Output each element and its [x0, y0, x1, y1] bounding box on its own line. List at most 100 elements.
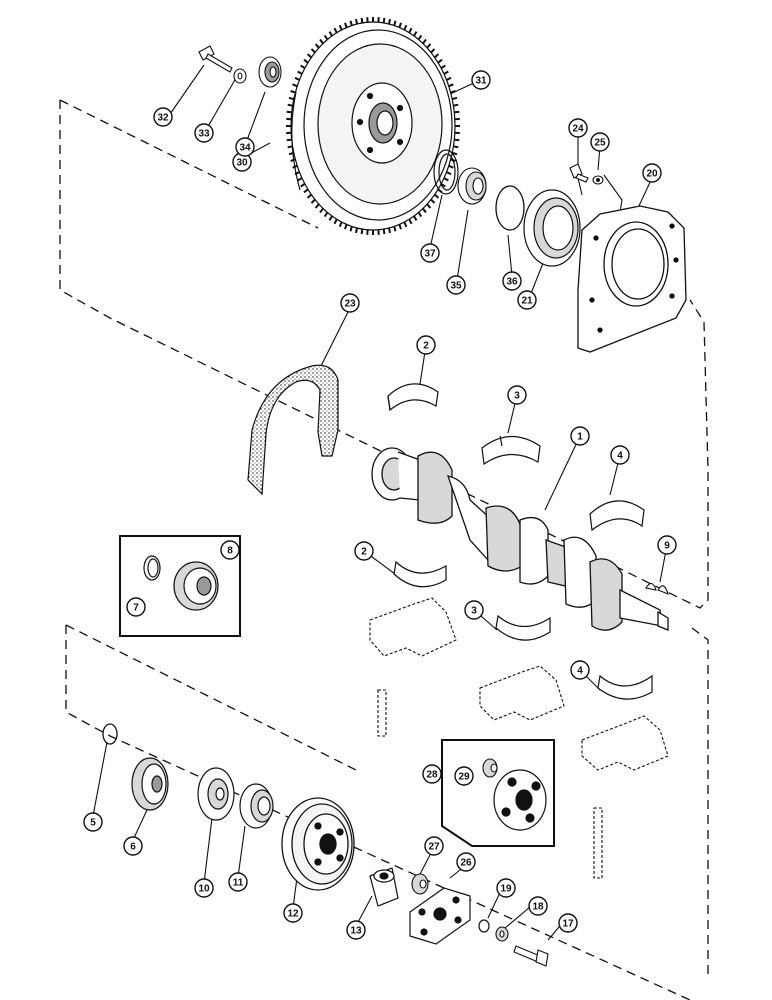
gear-tooth	[426, 43, 432, 49]
callout-circle	[153, 107, 173, 127]
inset-box-28-29	[441, 739, 555, 847]
callout-17: 17	[558, 913, 578, 933]
bolt-32	[198, 45, 233, 73]
callout-37: 37	[420, 243, 440, 263]
gear-tooth	[413, 31, 418, 37]
callout-number: 29	[458, 772, 470, 783]
inset-box-7-8	[119, 535, 241, 637]
callout-circle	[194, 123, 214, 143]
callout-number: 19	[500, 884, 512, 895]
callout-number: 3	[514, 391, 520, 402]
gear-tooth	[434, 53, 440, 59]
washer-19	[478, 919, 490, 933]
gear-tooth	[328, 215, 333, 221]
callout-circle	[464, 600, 484, 620]
callout-1: 1	[570, 426, 590, 446]
callout-number: 18	[532, 902, 544, 913]
gear-tooth	[454, 138, 460, 142]
gear-tooth	[430, 48, 436, 54]
callout-circle	[283, 903, 303, 923]
callout-circle	[590, 132, 610, 152]
callout-circle	[446, 275, 466, 295]
bearing-shell-4-lower	[597, 674, 653, 700]
gear-tooth	[355, 227, 358, 234]
callout-circle	[83, 812, 103, 832]
gear-tooth	[382, 17, 386, 24]
gear-tooth	[413, 215, 418, 221]
gear-tooth	[349, 226, 353, 232]
crankshaft-1	[371, 447, 669, 631]
gear-tooth	[443, 70, 449, 75]
gear-tooth	[430, 198, 436, 204]
callout-35: 35	[446, 275, 466, 295]
upper-dashed-outline	[59, 99, 709, 609]
gear-tooth	[292, 83, 298, 88]
callout-circle	[570, 426, 590, 446]
gear-tooth	[297, 70, 303, 75]
callout-circle	[454, 766, 474, 786]
callout-circle	[228, 872, 248, 892]
callout-3: 3	[507, 385, 527, 405]
callout-21: 21	[517, 290, 537, 310]
gear-tooth	[323, 34, 329, 41]
gear-tooth	[338, 221, 343, 228]
callout-number: 24	[572, 124, 584, 135]
gear-tooth	[355, 18, 358, 25]
gear-tooth	[310, 198, 316, 204]
crankshaft-gear-8	[173, 561, 219, 611]
bearing-shell-2-upper	[387, 383, 439, 412]
flywheel-30-rim	[291, 91, 301, 191]
gear-tooth	[294, 76, 300, 81]
callout-number: 37	[424, 249, 436, 260]
gear-tooth	[393, 226, 397, 232]
callout-29: 29	[454, 766, 474, 786]
crankshaft-gear-6	[131, 757, 169, 811]
gear-tooth	[446, 76, 452, 81]
gear-tooth	[286, 138, 292, 142]
adapter-29	[482, 758, 498, 778]
callout-5: 5	[83, 812, 103, 832]
callout-7: 7	[126, 597, 146, 617]
callout-number: 33	[198, 129, 210, 140]
hub-26	[409, 887, 471, 945]
bearing-35	[457, 167, 487, 205]
callout-circle	[642, 163, 662, 183]
callout-34: 34	[235, 137, 255, 157]
gear-tooth	[349, 20, 353, 26]
callout-number: 5	[90, 818, 96, 829]
gear-tooth	[417, 34, 423, 41]
gear-tooth	[403, 221, 408, 228]
spacer-13	[369, 867, 399, 907]
callout-12: 12	[283, 903, 303, 923]
callout-circle	[558, 913, 578, 933]
bearing-shell-3-upper	[481, 435, 541, 466]
gear-tooth	[360, 17, 364, 24]
gear-tooth	[451, 151, 458, 156]
gear-tooth	[297, 177, 303, 182]
gear-tooth	[426, 203, 432, 209]
callout-circle	[568, 118, 588, 138]
gear-tooth	[344, 22, 348, 28]
gear-tooth	[290, 90, 296, 94]
snap-ring-37	[433, 149, 459, 195]
gasket-23	[247, 364, 339, 496]
callout-circle	[235, 137, 255, 157]
gear-tooth	[451, 96, 458, 101]
gear-tooth	[398, 22, 402, 28]
callout-18: 18	[528, 896, 548, 916]
callout-8: 8	[220, 540, 240, 560]
callout-number: 13	[350, 926, 362, 937]
gear-tooth	[408, 218, 413, 225]
gear-tooth	[323, 211, 329, 218]
callout-number: 27	[428, 842, 440, 853]
callout-27: 27	[424, 836, 444, 856]
washer-25	[592, 175, 604, 185]
bearing-shell-2-lower	[393, 560, 447, 588]
callout-31: 31	[471, 70, 491, 90]
gear-tooth	[454, 110, 460, 114]
callout-number: 21	[521, 296, 533, 307]
callout-number: 31	[475, 76, 487, 87]
callout-19: 19	[496, 878, 516, 898]
